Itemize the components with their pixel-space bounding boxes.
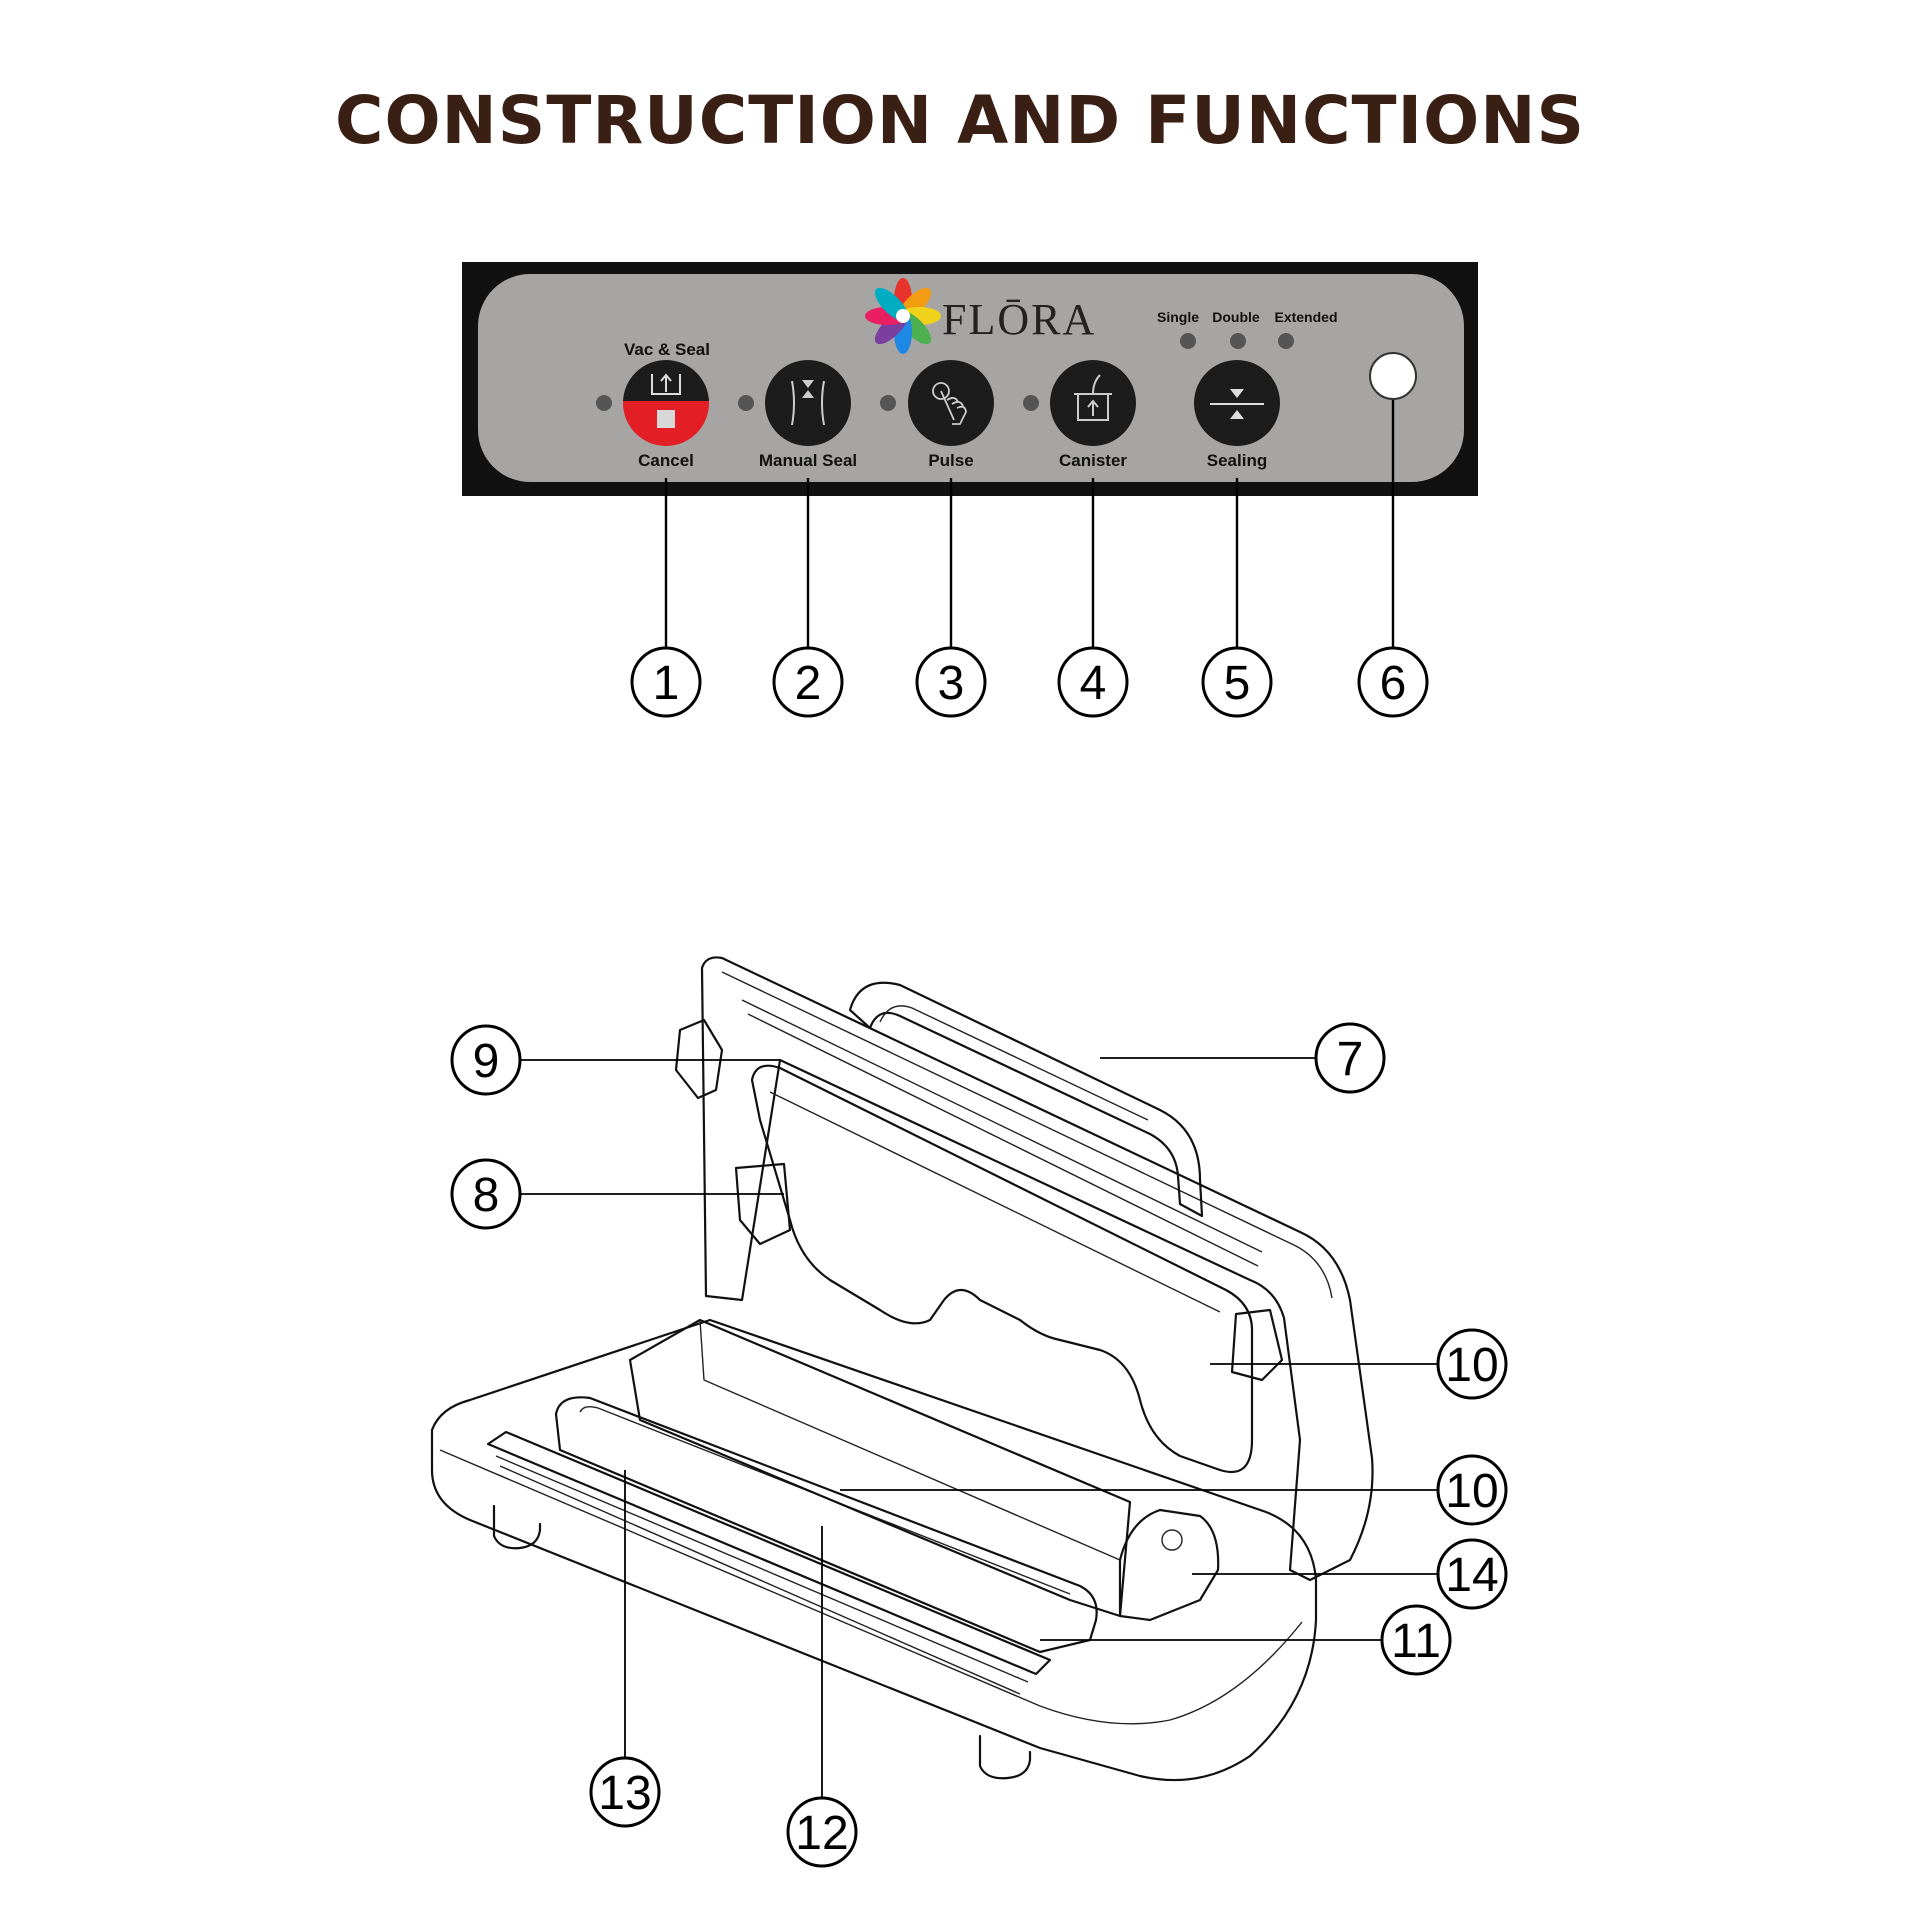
svg-text:7: 7 xyxy=(1337,1033,1364,1086)
canister-icon xyxy=(1074,374,1112,421)
single-indicator-light xyxy=(1180,333,1196,349)
base-foot-right xyxy=(978,1734,1032,1780)
canister-button[interactable] xyxy=(1050,360,1136,446)
base-foot-left xyxy=(492,1504,542,1550)
manual-seal-icon xyxy=(791,380,825,426)
vac-seal-cancel-icon xyxy=(651,373,681,428)
callout-10-lid: 10 xyxy=(1436,1328,1508,1400)
vac-seal-label: Vac & Seal xyxy=(624,340,710,359)
right-bracket xyxy=(1118,1508,1220,1622)
sealing-block xyxy=(628,1318,1132,1618)
seal-mode-double: Double xyxy=(1212,309,1260,325)
callout-8: 8 xyxy=(450,1158,522,1230)
callout-10-base: 10 xyxy=(1436,1454,1508,1526)
svg-text:2: 2 xyxy=(795,657,822,710)
machine-leader-lines xyxy=(520,1057,1438,1798)
callout-5: 5 xyxy=(1201,646,1273,718)
svg-text:4: 4 xyxy=(1080,657,1107,710)
svg-text:1: 1 xyxy=(653,657,680,710)
callout-12: 12 xyxy=(786,1796,858,1868)
svg-text:14: 14 xyxy=(1445,1549,1498,1602)
lid-shell xyxy=(700,956,1374,1582)
vacuum-chamber xyxy=(554,1396,1098,1654)
seal-mode-extended: Extended xyxy=(1274,309,1337,325)
flower-logo-icon xyxy=(865,278,941,354)
power-indicator-light xyxy=(1369,352,1417,400)
page-title: CONSTRUCTION AND FUNCTIONS xyxy=(335,82,1585,159)
callout-6: 6 xyxy=(1357,646,1429,718)
callout-9: 9 xyxy=(450,1024,522,1096)
seal-mode-single: Single xyxy=(1157,309,1199,325)
svg-text:5: 5 xyxy=(1224,657,1251,710)
vac-seal-cancel-button[interactable] xyxy=(623,360,709,446)
sealing-icon xyxy=(1210,389,1264,419)
canister-indicator-light xyxy=(1023,395,1039,411)
double-indicator-light xyxy=(1230,333,1246,349)
callout-2: 2 xyxy=(772,646,844,718)
svg-text:13: 13 xyxy=(598,1767,651,1820)
svg-text:10: 10 xyxy=(1445,1339,1498,1392)
lid-latch-right xyxy=(1230,1308,1284,1382)
pulse-indicator-light xyxy=(880,395,896,411)
manual-seal-label: Manual Seal xyxy=(759,451,857,470)
vacuum-sealer-drawing xyxy=(430,956,1374,1782)
callout-14: 14 xyxy=(1436,1538,1508,1610)
sealing-button[interactable] xyxy=(1194,360,1280,446)
callout-13: 13 xyxy=(589,1756,661,1828)
svg-text:6: 6 xyxy=(1380,657,1407,710)
sealing-label: Sealing xyxy=(1207,451,1267,470)
svg-text:10: 10 xyxy=(1445,1465,1498,1518)
manual-seal-indicator-light xyxy=(738,395,754,411)
vac-seal-indicator-light xyxy=(596,395,612,411)
svg-text:12: 12 xyxy=(795,1807,848,1860)
brand-name: FLŌRA xyxy=(942,295,1096,344)
pulse-button[interactable] xyxy=(908,360,994,446)
callout-4: 4 xyxy=(1057,646,1129,718)
callout-1: 1 xyxy=(630,646,702,718)
cancel-label: Cancel xyxy=(638,451,694,470)
flora-logo: FLŌRA xyxy=(865,278,1096,354)
svg-text:8: 8 xyxy=(473,1169,500,1222)
lid-hinge-left xyxy=(674,1018,724,1100)
pulse-label: Pulse xyxy=(928,451,973,470)
panel-leader-lines xyxy=(664,400,1395,648)
base-shell xyxy=(430,1318,1318,1782)
control-panel: FLŌRA Single Double Extended Vac & Seal … xyxy=(462,262,1478,496)
svg-text:3: 3 xyxy=(938,657,965,710)
callout-7: 7 xyxy=(1314,1022,1386,1094)
extended-indicator-light xyxy=(1278,333,1294,349)
pulse-hand-icon xyxy=(932,382,967,425)
svg-text:9: 9 xyxy=(473,1035,500,1088)
sealing-strip xyxy=(486,1430,1052,1676)
svg-text:11: 11 xyxy=(1391,1615,1441,1668)
lid-latch-left xyxy=(734,1162,792,1246)
callout-3: 3 xyxy=(915,646,987,718)
lid-handle xyxy=(848,981,1204,1218)
callout-11: 11 xyxy=(1380,1604,1452,1676)
manual-seal-button[interactable] xyxy=(765,360,851,446)
canister-label: Canister xyxy=(1059,451,1127,470)
